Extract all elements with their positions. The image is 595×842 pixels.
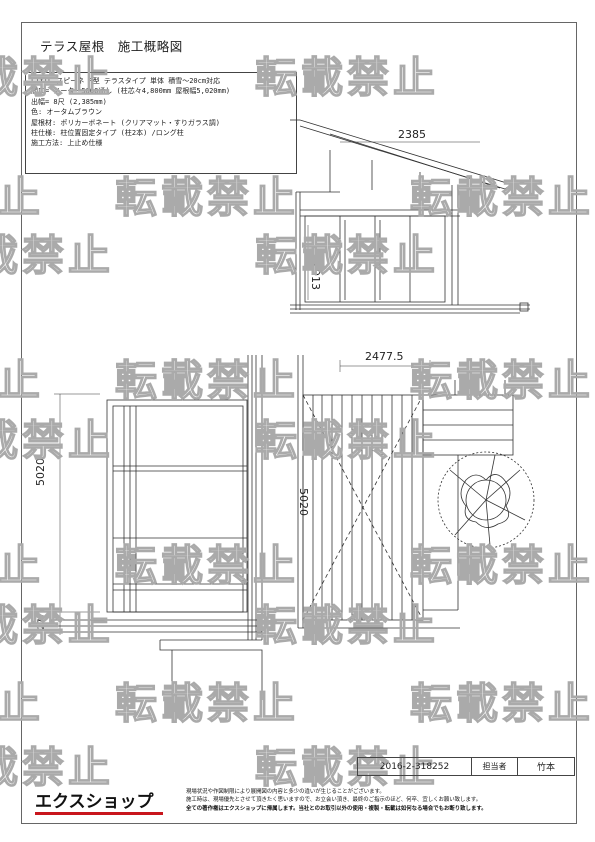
dim-plan-width: 2477.5	[365, 350, 404, 363]
note-line: 全ての著作権はエクスショップに帰属します。当社とのお取引以外の使用・複製・転載は…	[186, 805, 487, 812]
logo-text: エクスショップ	[35, 791, 154, 812]
left-plan-drawing	[50, 355, 263, 700]
dim-right-length: 5020	[297, 488, 310, 516]
exshop-logo: エクスショップ	[35, 791, 163, 815]
logo-bar	[35, 812, 163, 815]
notes-block: 現場状況や作図制限により展開図の内容と多少の違いが生じることがございます。 施工…	[186, 788, 571, 813]
dim-left-offset: 277	[37, 613, 47, 630]
page-title: テラス屋根 施工概略図	[40, 39, 183, 54]
drawing-sheet-frame	[21, 22, 577, 824]
dim-side-height: 2913	[309, 262, 322, 290]
note-line: 現場状況や作図制限により展開図の内容と多少の違いが生じることがございます。	[186, 789, 385, 795]
person-label: 担当者	[472, 758, 518, 775]
person-name: 竹本	[536, 763, 555, 773]
spec-line: 間口= メーター5000通し (柱芯々4,800mm 屋根幅5,020mm)	[31, 87, 231, 96]
spec-line: 色: オータムブラウン	[31, 108, 103, 117]
right-plan-drawing	[297, 355, 535, 629]
side-elevation-drawing	[290, 119, 530, 314]
note-line: 施工時は、現場優先とさせて頂きたく思いますので、お立会い頂き、最終のご指示のほど…	[186, 797, 482, 804]
spec-line: LIXIL スピーネ F型 テラスタイプ 単体 積雪～20cm対応	[31, 77, 221, 85]
spec-box: LIXIL スピーネ F型 テラスタイプ 単体 積雪～20cm対応 間口= メー…	[25, 72, 297, 174]
title-block-table: 2016-2-318252 担当者 竹本	[357, 757, 575, 776]
dim-left-length: 5020	[34, 458, 47, 486]
dim-side-projection: 2385	[398, 128, 426, 141]
spec-line: 施工方法: 上止め仕様	[31, 139, 103, 148]
doc-number: 2016-2-318252	[358, 758, 472, 775]
spec-line: 柱仕様: 柱位置固定タイプ (柱2本) /ロング柱	[31, 129, 184, 138]
spec-line: 屋根材: ポリカーボネート (クリアマット・すりガラス調)	[31, 118, 220, 127]
spec-line: 出幅= 8尺 (2,385mm)	[31, 97, 107, 106]
